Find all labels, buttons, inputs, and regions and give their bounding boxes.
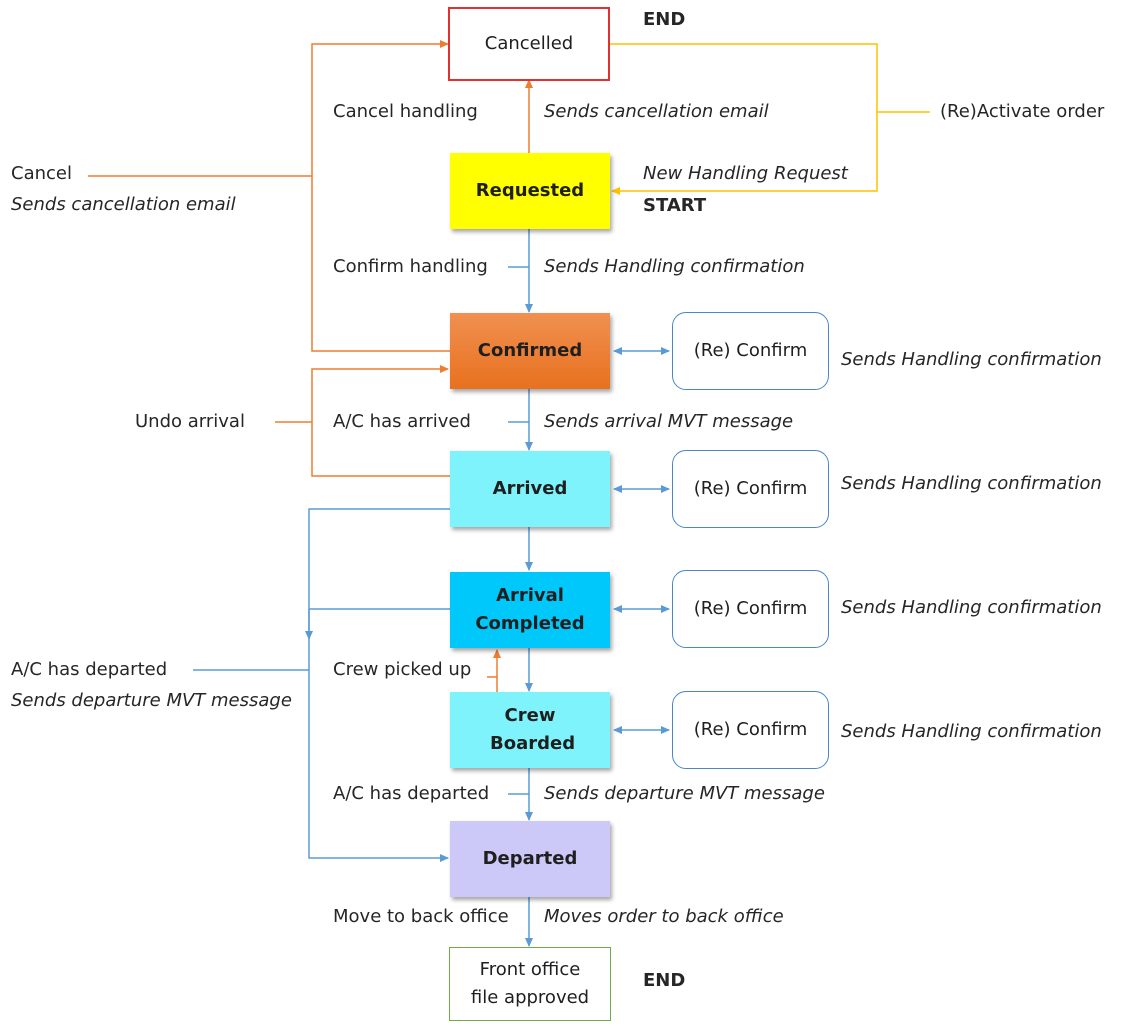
label-reactivate: (Re)Activate order — [940, 101, 1105, 122]
label-crew-picked-up: Crew picked up — [333, 659, 472, 680]
label-move-back-office: Move to back office — [333, 906, 509, 927]
reconfirm-box-confirmed-label: (Re) Confirm — [693, 340, 808, 361]
reconfirm-action-2: Sends Handling confirmation — [841, 473, 1102, 494]
edge-left-departure-loop — [308, 508, 450, 862]
label-move-back-office-action: Moves order to back office — [544, 906, 784, 927]
label-cancel: Cancel — [11, 163, 72, 184]
reconfirm-box-arrival-completed-label: (Re) Confirm — [693, 598, 808, 619]
state-cancelled: Cancelled — [448, 7, 610, 81]
reconfirm-action-1: Sends Handling confirmation — [841, 349, 1102, 370]
state-confirmed: Confirmed — [450, 313, 610, 389]
edge-cancel-loop — [311, 40, 450, 352]
label-new-request: New Handling Request — [643, 163, 848, 184]
state-crew-boarded: Crew Boarded — [450, 692, 610, 768]
label-ac-departed-left: A/C has departed — [11, 659, 168, 680]
reconfirm-box-arrived: (Re) Confirm — [672, 450, 829, 528]
state-confirmed-label: Confirmed — [477, 340, 583, 361]
label-cancel-handling-action: Sends cancellation email — [544, 101, 769, 122]
state-requested-label: Requested — [475, 180, 585, 201]
state-departed-label: Departed — [482, 848, 578, 869]
reconfirm-box-arrival-completed: (Re) Confirm — [672, 570, 829, 648]
state-arrival-completed-label: Arrival Completed — [475, 585, 585, 634]
label-ac-departed-left-action: Sends departure MVT message — [11, 690, 292, 711]
reconfirm-box-confirmed: (Re) Confirm — [672, 312, 829, 390]
reconfirm-box-arrived-label: (Re) Confirm — [693, 478, 808, 499]
end-marker-top: END — [643, 9, 686, 30]
reconfirm-box-crew-boarded-label: (Re) Confirm — [693, 719, 808, 740]
state-front-office-approved: Front office file approved — [449, 947, 611, 1021]
label-ac-arrived: A/C has arrived — [333, 411, 471, 432]
state-cancelled-label: Cancelled — [484, 33, 574, 54]
state-crew-boarded-label: Crew Boarded — [490, 705, 576, 754]
reconfirm-box-crew-boarded: (Re) Confirm — [672, 691, 829, 769]
reconfirm-action-4: Sends Handling confirmation — [841, 721, 1102, 742]
label-cancel-handling: Cancel handling — [333, 101, 478, 122]
label-ac-departed: A/C has departed — [333, 783, 490, 804]
reconfirm-action-3: Sends Handling confirmation — [841, 597, 1102, 618]
state-departed: Departed — [450, 821, 610, 897]
label-ac-departed-action: Sends departure MVT message — [544, 783, 825, 804]
state-arrival-completed: Arrival Completed — [450, 572, 610, 648]
state-requested: Requested — [450, 153, 610, 229]
edge-reactivate — [610, 43, 878, 195]
end-marker-bottom: END — [643, 970, 686, 991]
state-front-office-approved-label: Front office file approved — [470, 959, 590, 1008]
state-arrived: Arrived — [450, 451, 610, 527]
start-marker: START — [643, 195, 707, 216]
label-undo-arrival: Undo arrival — [135, 411, 245, 432]
label-ac-arrived-action: Sends arrival MVT message — [544, 411, 794, 432]
label-confirm-handling-action: Sends Handling confirmation — [544, 256, 805, 277]
state-arrived-label: Arrived — [492, 478, 568, 499]
label-confirm-handling: Confirm handling — [333, 256, 488, 277]
label-cancel-action: Sends cancellation email — [11, 194, 236, 215]
